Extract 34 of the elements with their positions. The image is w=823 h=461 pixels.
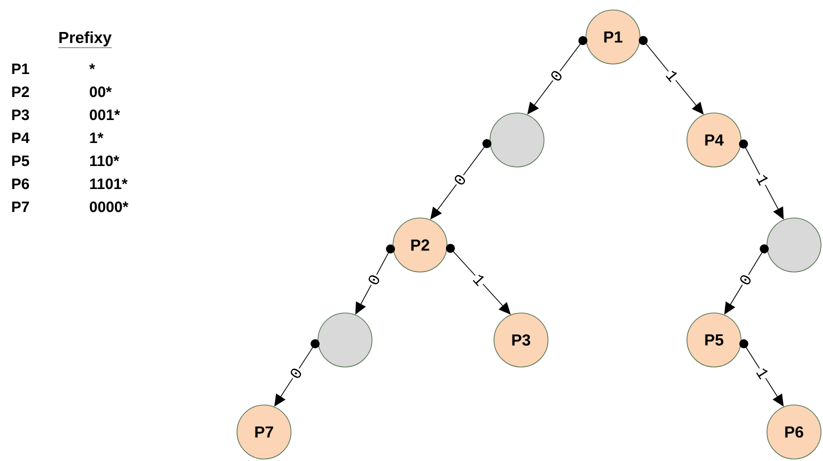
edge-label: 0 [740, 275, 751, 284]
prefix-name: P7 [12, 202, 29, 212]
empty-node [490, 112, 544, 168]
prefix-node: P2 [392, 218, 448, 272]
prefix-value: 110* [90, 156, 120, 166]
edge-label: 1 [756, 174, 768, 186]
edge-label: 0 [368, 275, 380, 284]
empty-node [766, 218, 822, 272]
prefix-name: P3 [12, 110, 29, 120]
prefix-node: P3 [494, 312, 548, 368]
prefix-name: P5 [12, 156, 30, 166]
prefix-node: P7 [236, 404, 292, 460]
empty-node [318, 312, 372, 368]
table-heading: Prefixy [58, 31, 112, 48]
prefix-node: P4 [686, 112, 742, 168]
edge-label: 1 [666, 70, 677, 82]
prefix-name: P2 [12, 86, 29, 97]
prefix-value: * [89, 64, 96, 70]
edge-label: 1 [472, 274, 484, 286]
prefix-name: P4 [12, 132, 30, 143]
edge-label: 0 [290, 368, 302, 378]
prefix-name: P1 [12, 64, 30, 74]
edge-label: 1 [756, 368, 768, 380]
prefix-value: 1* [90, 132, 104, 143]
prefix-value: 0000* [90, 202, 128, 212]
prefix-node: P1 [586, 10, 640, 64]
prefix-value: 1101* [90, 178, 128, 190]
prefix-value: 00* [90, 86, 112, 98]
edge-label: 0 [454, 175, 466, 185]
prefix-node: P5 [686, 312, 742, 368]
prefix-value: 001* [90, 110, 120, 120]
edge-label: 0 [551, 71, 562, 81]
prefix-name: P6 [12, 178, 29, 190]
prefix-node: P6 [766, 404, 822, 460]
